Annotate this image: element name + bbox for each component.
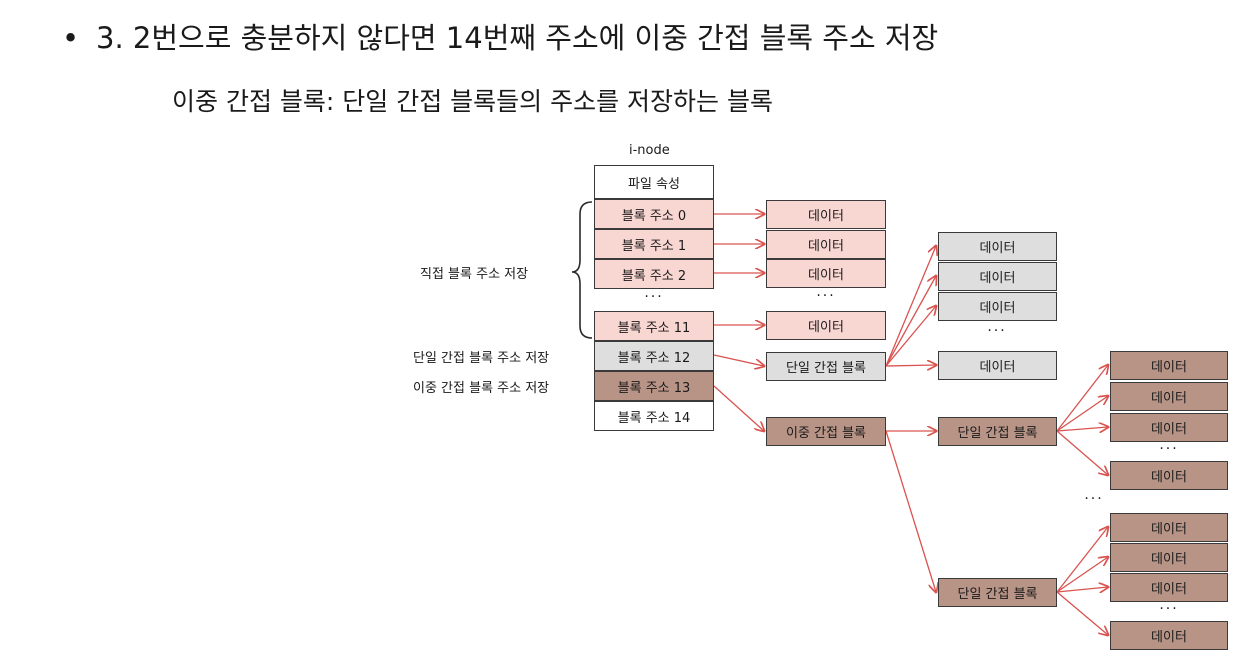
data-block: 데이터: [1110, 351, 1228, 380]
data-ellipsis: ···: [1159, 601, 1179, 617]
indirect-ellipsis: ···: [1084, 491, 1104, 507]
direct-brace: [571, 201, 593, 339]
data-ellipsis: ···: [987, 323, 1007, 339]
data-block: 데이터: [1110, 461, 1228, 490]
single-indirect-block: 단일 간접 블록: [938, 578, 1057, 607]
data-ellipsis: ···: [816, 288, 836, 304]
double-indirect-block: 이중 간접 블록: [766, 417, 886, 446]
inode-block-0: 블록 주소 0: [594, 199, 714, 229]
single-indirect-block: 단일 간접 블록: [938, 417, 1057, 446]
data-block: 데이터: [1110, 382, 1228, 411]
data-block: 데이터: [1110, 513, 1228, 542]
data-block: 데이터: [1110, 413, 1228, 442]
heading-text: 3. 2번으로 충분하지 않다면 14번째 주소에 이중 간접 블록 주소 저장: [96, 21, 939, 55]
inode-block-2: 블록 주소 2: [594, 259, 714, 289]
data-block: 데이터: [766, 311, 886, 340]
data-block: 데이터: [766, 200, 886, 229]
data-ellipsis: ···: [1159, 441, 1179, 457]
inode-block-11: 블록 주소 11: [594, 311, 714, 341]
inode-file-attr: 파일 속성: [594, 165, 714, 199]
subheading: 이중 간접 블록: 단일 간접 블록들의 주소를 저장하는 블록: [172, 87, 773, 116]
inode-block-1: 블록 주소 1: [594, 229, 714, 259]
data-block: 데이터: [938, 262, 1057, 291]
inode-title: i-node: [629, 143, 670, 158]
inode-ellipsis: ···: [644, 289, 664, 305]
data-block: 데이터: [1110, 621, 1228, 650]
bullet: •: [62, 21, 80, 55]
inode-block-12: 블록 주소 12: [594, 341, 714, 371]
inode-block-13: 블록 주소 13: [594, 371, 714, 401]
inode-block-14: 블록 주소 14: [594, 401, 714, 431]
data-block: 데이터: [1110, 573, 1228, 602]
data-block: 데이터: [938, 351, 1057, 380]
label-direct: 직접 블록 주소 저장: [420, 267, 529, 282]
data-block: 데이터: [1110, 543, 1228, 572]
label-double: 이중 간접 블록 주소 저장: [413, 381, 550, 396]
data-block: 데이터: [766, 230, 886, 259]
data-block: 데이터: [938, 292, 1057, 321]
label-single: 단일 간접 블록 주소 저장: [413, 351, 550, 366]
single-indirect-block: 단일 간접 블록: [766, 352, 886, 381]
heading: • 3. 2번으로 충분하지 않다면 14번째 주소에 이중 간접 블록 주소 저…: [62, 18, 938, 58]
data-block: 데이터: [938, 232, 1057, 261]
data-block: 데이터: [766, 259, 886, 288]
